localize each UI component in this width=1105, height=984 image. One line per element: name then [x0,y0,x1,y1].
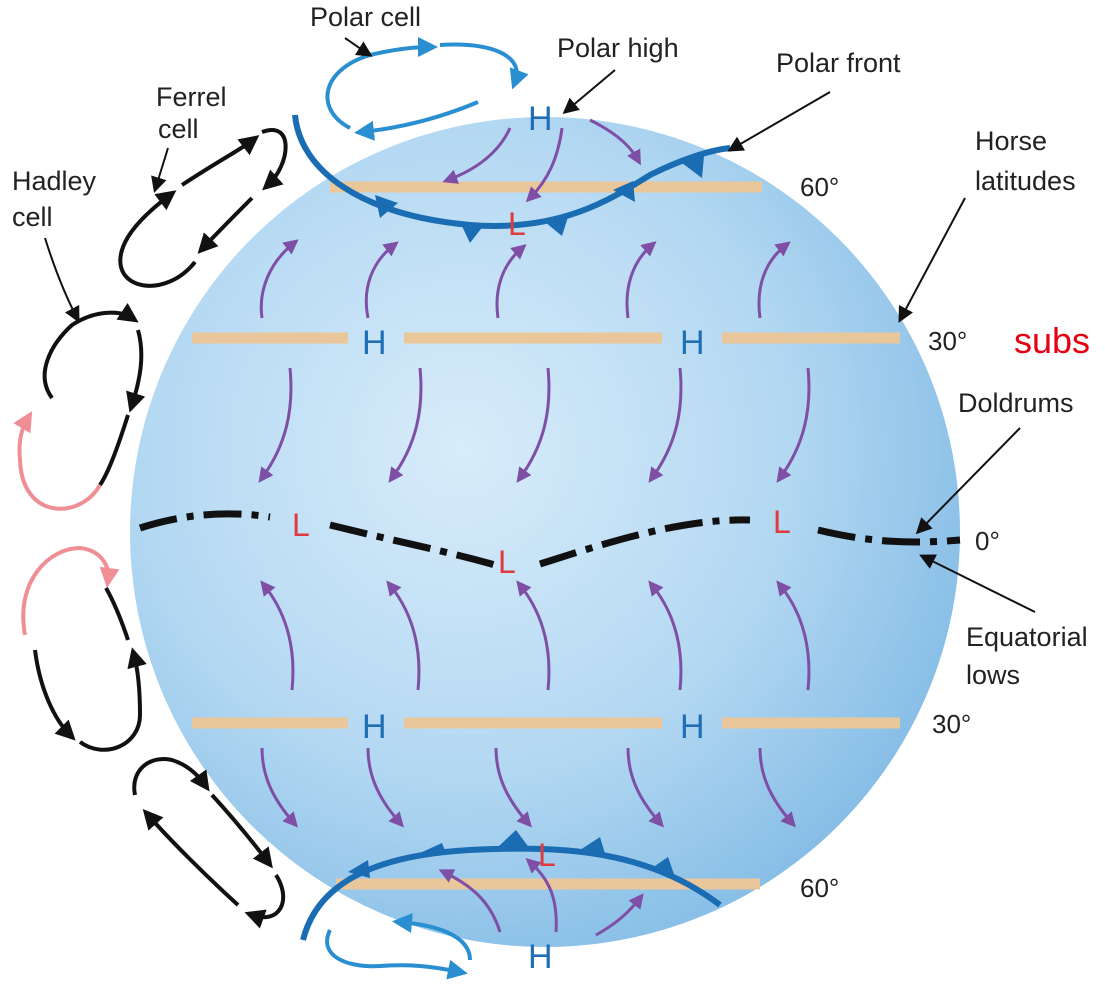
label-horse-latitudes-line1: Horse [975,126,1047,156]
wind-arrow [366,747,404,828]
wind-arrow [776,580,811,691]
wind-arrow [595,893,644,937]
wind-arrows [258,118,811,937]
low-mark: L [773,504,791,540]
wind-arrow [438,869,502,933]
callout-lines [44,37,1036,613]
wind-arrow [758,747,796,828]
polar-cell-north [325,37,529,141]
label-polar-high: Polar high [557,33,679,63]
wind-arrow [260,580,295,691]
high-mark: H [680,708,705,746]
lat-label-north-30: 30° [928,326,967,356]
labels: Polar cell Polar high Polar front Ferrel… [12,2,1090,690]
wind-arrow [260,747,298,828]
label-horse-latitudes-line2: latitudes [975,166,1076,196]
wind-arrow [258,367,293,483]
label-hadley-cell-line1: Hadley [12,166,97,196]
lat-label-north-60: 60° [800,172,839,202]
lat-label-south-30: 30° [932,709,971,739]
wind-arrow [626,747,664,828]
ferrel-cell-north [118,128,288,288]
wind-arrow [516,367,551,483]
high-mark: H [362,324,387,362]
polar-cell-south [325,913,472,980]
label-polar-cell: Polar cell [310,2,421,32]
wind-arrow [516,580,551,691]
latitude-labels: 60° 30° 0° 30° 60° [800,172,1000,903]
high-mark: H [362,708,387,746]
wind-arrow [525,857,558,933]
lat-label-equator: 0° [975,526,1000,556]
wind-arrow [648,580,683,691]
hadley-cell-south [21,545,147,752]
low-mark: L [538,837,556,873]
globe [130,117,960,947]
lat-label-south-60: 60° [800,873,839,903]
label-ferrel-cell-line2: cell [158,114,199,144]
label-equatorial-lows-line1: Equatorial [966,622,1088,652]
wind-arrow [386,580,421,691]
label-ferrel-cell-line1: Ferrel [156,82,227,112]
low-mark: L [508,206,526,242]
label-hadley-cell-line2: cell [12,202,53,232]
equatorial-line [138,510,961,569]
wind-arrow [757,241,791,319]
wind-arrow [625,241,657,319]
ferrel-cell-south [132,757,286,929]
polar-front-north [292,114,731,243]
label-doldrums: Doldrums [958,388,1074,418]
wind-arrow [648,367,683,483]
label-polar-front: Polar front [776,48,901,78]
low-mark: L [292,507,310,543]
high-mark: H [528,938,553,976]
wind-arrow [364,241,399,319]
label-subtropical-partial: subs [1014,320,1090,361]
wind-arrow [525,127,564,203]
wind-arrow [589,118,641,166]
high-mark: H [528,100,553,138]
high-mark: H [680,324,705,362]
hadley-cell-north [13,303,146,511]
wind-arrow [442,127,512,184]
wind-arrow [388,367,423,483]
wind-arrow [495,244,527,319]
polar-front-south [300,830,722,941]
pressure-marks: H L H H L L L H H L H [292,100,791,976]
wind-arrow [776,367,811,483]
wind-arrow [494,747,532,828]
label-equatorial-lows-line2: lows [966,660,1020,690]
wind-arrow [259,239,299,319]
low-mark: L [498,544,516,580]
